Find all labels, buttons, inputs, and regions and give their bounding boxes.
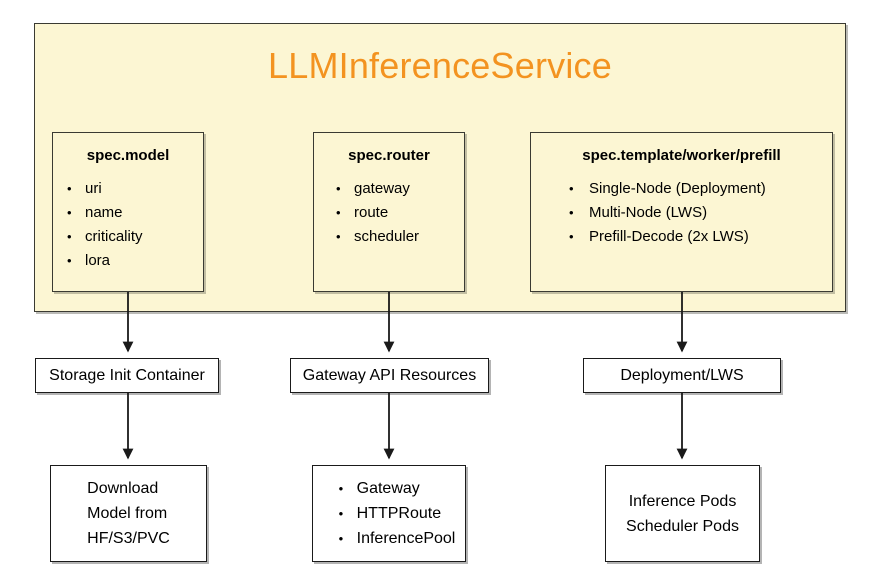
- node-label: Gateway API Resources: [302, 366, 477, 384]
- list-item: route: [336, 201, 464, 225]
- spec-model-list: uri name criticality lora: [53, 177, 203, 273]
- list-item: scheduler: [336, 225, 464, 249]
- gateway-api-resources-node: Gateway API Resources: [290, 358, 489, 393]
- node-label: Deployment/LWS: [620, 366, 744, 384]
- deployment-lws-node: Deployment/LWS: [583, 358, 781, 393]
- list-item: Single-Node (Deployment): [569, 177, 832, 201]
- spec-model-box: spec.model uri name criticality lora: [52, 132, 204, 292]
- node-label: Download Model from HF/S3/PVC: [87, 480, 170, 547]
- list-item: uri: [67, 177, 203, 201]
- node-label: Inference Pods Scheduler Pods: [626, 492, 739, 535]
- list-item: HTTPRoute: [339, 501, 456, 526]
- list-item: InferencePool: [339, 526, 456, 551]
- list-item: name: [67, 201, 203, 225]
- spec-router-box: spec.router gateway route scheduler: [313, 132, 465, 292]
- list-item: Gateway: [339, 476, 456, 501]
- node-label: Storage Init Container: [49, 366, 205, 384]
- list-item: gateway: [336, 177, 464, 201]
- storage-init-container-node: Storage Init Container: [35, 358, 219, 393]
- list-item: Multi-Node (LWS): [569, 201, 832, 225]
- page-title: LLMInferenceService: [268, 45, 612, 86]
- gateway-resources-list: Gateway HTTPRoute InferencePool: [323, 476, 456, 551]
- spec-model-title: spec.model: [86, 147, 170, 164]
- spec-template-worker-prefill-box: spec.template/worker/prefill Single-Node…: [530, 132, 833, 292]
- download-model-node: Download Model from HF/S3/PVC: [50, 465, 207, 562]
- spec-template-list: Single-Node (Deployment) Multi-Node (LWS…: [531, 177, 832, 249]
- inference-pods-node: Inference Pods Scheduler Pods: [605, 465, 760, 562]
- list-item: lora: [67, 249, 203, 273]
- spec-router-title: spec.router: [348, 147, 430, 164]
- list-item: criticality: [67, 225, 203, 249]
- spec-template-title: spec.template/worker/prefill: [582, 147, 781, 164]
- list-item: Prefill-Decode (2x LWS): [569, 225, 832, 249]
- spec-router-list: gateway route scheduler: [314, 177, 464, 249]
- gateway-resources-node: Gateway HTTPRoute InferencePool: [312, 465, 466, 562]
